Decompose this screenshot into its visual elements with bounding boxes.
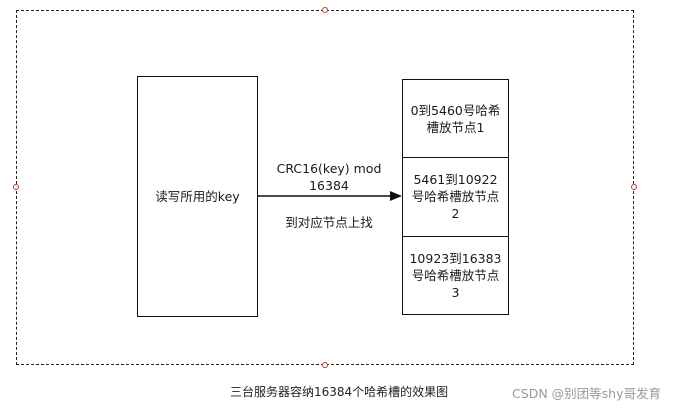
key-box-label: 读写所用的key (155, 189, 240, 204)
arrow-label-top: CRC16(key) mod 16384 (276, 161, 382, 193)
selection-handle-left[interactable] (13, 184, 19, 190)
arrow-label-bottom: 到对应节点上找 (285, 215, 373, 230)
hash-slot-stack: 0到5460号哈希槽放节点1 5461到10922号哈希槽放节点2 10923到… (402, 79, 509, 315)
selection-handle-top[interactable] (322, 7, 328, 13)
slot-node-3-label: 10923到16383号哈希槽放节点3 (409, 250, 502, 300)
slot-node-1-label: 0到5460号哈希槽放节点1 (410, 102, 501, 135)
slot-node-2: 5461到10922号哈希槽放节点2 (403, 157, 508, 235)
slot-node-1: 0到5460号哈希槽放节点1 (403, 80, 508, 157)
selection-handle-bottom[interactable] (322, 362, 328, 368)
slot-node-2-label: 5461到10922号哈希槽放节点2 (411, 172, 500, 222)
selection-handle-right[interactable] (631, 184, 637, 190)
watermark: CSDN @别团等shy哥发育 (512, 386, 661, 401)
key-box: 读写所用的key (137, 76, 258, 317)
figure-caption: 三台服务器容纳16384个哈希槽的效果图 (230, 385, 449, 399)
slot-node-3: 10923到16383号哈希槽放节点3 (403, 235, 508, 314)
